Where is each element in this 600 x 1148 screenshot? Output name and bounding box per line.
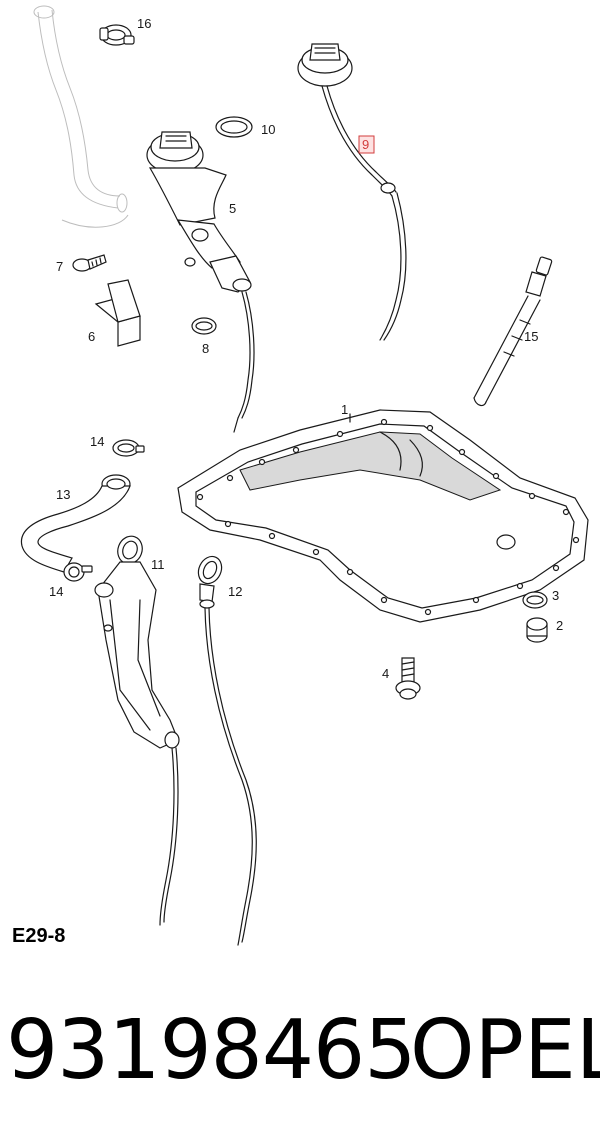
callouts: 1 2 3 4 5 6 7 8 9 10 11 12 13 14 14 15 1… bbox=[49, 16, 563, 681]
footer: 93198465 OPEL bbox=[0, 1010, 600, 1120]
part-9-oil-dipstick[interactable] bbox=[297, 43, 407, 341]
callout-9-highlight-box bbox=[358, 135, 375, 154]
callout-13[interactable]: 13 bbox=[56, 487, 70, 502]
callout-2[interactable]: 2 bbox=[556, 618, 563, 633]
part-12-oil-dipstick[interactable] bbox=[194, 553, 257, 946]
part-1-oil-pan-gasket[interactable] bbox=[177, 409, 589, 623]
part-3-seal-ring[interactable] bbox=[522, 591, 548, 609]
part-number: 93198465 bbox=[6, 1003, 416, 1098]
callout-15[interactable]: 15 bbox=[524, 329, 538, 344]
ghost-hose bbox=[33, 5, 129, 228]
parts-diagram: 1 2 3 4 5 6 7 8 9 10 11 12 13 14 14 15 1… bbox=[20, 5, 589, 946]
part-5-dipstick bbox=[233, 291, 255, 433]
part-2-drain-plug[interactable] bbox=[526, 617, 548, 643]
part-10-seal-ring[interactable] bbox=[215, 116, 253, 138]
part-13-hose[interactable] bbox=[20, 474, 131, 573]
callout-12[interactable]: 12 bbox=[228, 584, 242, 599]
gasket-bolt-holes bbox=[196, 418, 580, 616]
callout-8[interactable]: 8 bbox=[202, 341, 209, 356]
callout-10[interactable]: 10 bbox=[261, 122, 275, 137]
callout-5[interactable]: 5 bbox=[229, 201, 236, 216]
part-8-seal-ring[interactable] bbox=[191, 317, 217, 335]
part-14-hose-clamp-upper[interactable] bbox=[112, 439, 145, 457]
brand-name: OPEL bbox=[410, 1003, 600, 1098]
callout-16[interactable]: 16 bbox=[137, 16, 151, 31]
part-15-oil-level-sensor[interactable] bbox=[473, 256, 553, 407]
callout-14-upper[interactable]: 14 bbox=[90, 434, 104, 449]
part-16-hose-clamp[interactable] bbox=[99, 24, 135, 46]
callout-11[interactable]: 11 bbox=[151, 557, 165, 572]
part-14-hose-clamp-lower[interactable] bbox=[63, 562, 93, 582]
callout-6[interactable]: 6 bbox=[88, 329, 95, 344]
part-11-dipstick-guide-tube[interactable] bbox=[94, 533, 180, 926]
part-5-oil-filler-neck[interactable] bbox=[146, 131, 252, 293]
part-6-bracket[interactable] bbox=[94, 279, 141, 347]
callout-3[interactable]: 3 bbox=[552, 588, 559, 603]
callout-14-lower[interactable]: 14 bbox=[49, 584, 63, 599]
callout-4[interactable]: 4 bbox=[382, 666, 389, 681]
callout-7[interactable]: 7 bbox=[56, 259, 63, 274]
callout-9[interactable]: 9 bbox=[362, 137, 369, 152]
diagram-code: E29-8 bbox=[12, 925, 66, 947]
callout-1[interactable]: 1 bbox=[341, 402, 348, 417]
part-7-bolt[interactable] bbox=[72, 254, 107, 272]
part-4-screw[interactable] bbox=[395, 657, 421, 700]
